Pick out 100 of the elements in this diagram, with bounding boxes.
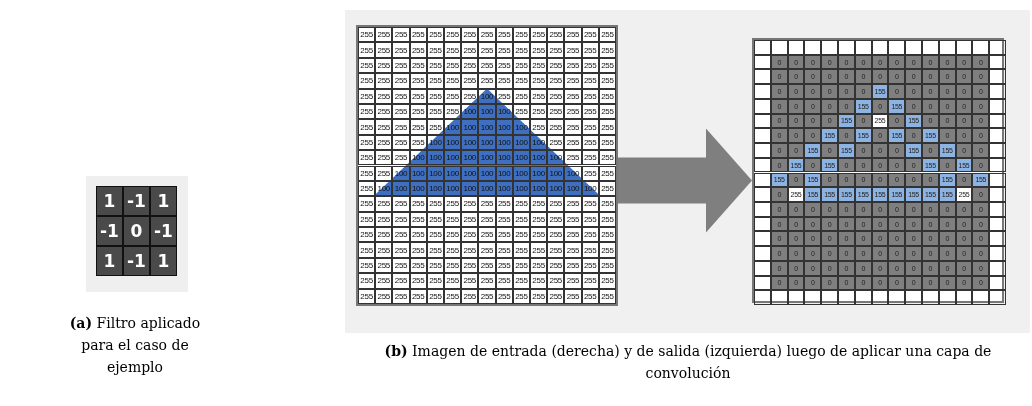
pixel-value: 255 <box>530 88 548 104</box>
pixel-value: 255 <box>409 227 427 243</box>
pixel-value: 255 <box>444 57 462 74</box>
filter-value: -1 <box>96 216 123 246</box>
pixel-value: 255 <box>426 88 444 104</box>
pixel-value: 255 <box>358 227 376 243</box>
pixel-value: 255 <box>598 227 616 243</box>
pixel-value: 100 <box>478 119 496 135</box>
pixel-value: 100 <box>444 134 462 151</box>
pixel-value: 255 <box>530 196 548 212</box>
pixel-value: 100 <box>495 150 513 166</box>
pixel-value: 255 <box>547 103 565 120</box>
pixel-value: 255 <box>375 273 393 289</box>
pixel-value: 100 <box>444 150 462 166</box>
pixel-value: 100 <box>495 180 513 197</box>
pixel-value: 255 <box>392 273 410 289</box>
pixel-value: 255 <box>358 57 376 74</box>
pixel-value: 255 <box>461 57 479 74</box>
pixel-value: 255 <box>530 73 548 89</box>
pixel-value: 255 <box>375 88 393 104</box>
pixel-value: 255 <box>581 119 599 135</box>
pixel-value: 255 <box>375 73 393 89</box>
pixel-value: 255 <box>426 211 444 228</box>
pixel-value: 255 <box>495 257 513 274</box>
pixel-value: 255 <box>478 42 496 58</box>
pixel-value: 255 <box>375 227 393 243</box>
pixel-value: 100 <box>461 165 479 181</box>
pixel-value: 255 <box>409 27 427 43</box>
pixel-value: 100 <box>392 165 410 181</box>
pixel-value: 255 <box>444 242 462 258</box>
pixel-value: 255 <box>461 242 479 258</box>
pixel-value: 255 <box>358 134 376 151</box>
pixel-value: 255 <box>426 227 444 243</box>
filter-value: -1 <box>123 246 150 276</box>
pixel-value: 255 <box>581 288 599 304</box>
pixel-value: 255 <box>478 242 496 258</box>
pixel-value: 100 <box>530 180 548 197</box>
pixel-value: 100 <box>409 180 427 197</box>
pixel-value: 100 <box>461 134 479 151</box>
pixel-value: 255 <box>564 227 582 243</box>
pixel-value: 255 <box>581 257 599 274</box>
pixel-value: 255 <box>564 288 582 304</box>
pixel-value: 100 <box>512 180 530 197</box>
pixel-value: 255 <box>375 119 393 135</box>
pixel-value: 100 <box>478 165 496 181</box>
pixel-value: 255 <box>530 227 548 243</box>
pixel-value: 100 <box>409 150 427 166</box>
pixel-value: 255 <box>358 73 376 89</box>
pixel-value: 255 <box>564 103 582 120</box>
pixel-value: 100 <box>512 165 530 181</box>
pixel-value: 100 <box>478 180 496 197</box>
pixel-value: 255 <box>478 257 496 274</box>
pixel-value: 255 <box>495 27 513 43</box>
pixel-value: 255 <box>495 88 513 104</box>
pixel-value: 100 <box>409 165 427 181</box>
pixel-value: 255 <box>392 242 410 258</box>
pixel-value: 255 <box>581 196 599 212</box>
pixel-value: 100 <box>495 134 513 151</box>
pixel-value: 255 <box>375 288 393 304</box>
pixel-value: 255 <box>564 150 582 166</box>
pixel-value: 255 <box>564 57 582 74</box>
filter-value: 1 <box>96 246 123 276</box>
pixel-value: 255 <box>426 273 444 289</box>
caption: (a) Filtro aplicado para el caso de ejemplo <box>68 314 202 377</box>
pixel-value: 100 <box>530 150 548 166</box>
pixel-value: 255 <box>444 288 462 304</box>
pixel-value: 255 <box>358 211 376 228</box>
filter-value: 1 <box>150 246 177 276</box>
pixel-value: 255 <box>375 211 393 228</box>
pixel-value: 255 <box>547 211 565 228</box>
pixel-value: 255 <box>375 165 393 181</box>
pixel-value: 255 <box>547 257 565 274</box>
pixel-value: 255 <box>392 73 410 89</box>
pixel-value: 255 <box>547 242 565 258</box>
pixel-value: 255 <box>392 211 410 228</box>
pixel-value: 255 <box>547 134 565 151</box>
pixel-value: 255 <box>564 88 582 104</box>
pixel-value: 100 <box>564 165 582 181</box>
pixel-value: 255 <box>426 73 444 89</box>
pixel-value: 255 <box>444 73 462 89</box>
filter-value: 1 <box>96 186 123 216</box>
filter-value: -1 <box>123 186 150 216</box>
pixel-value: 255 <box>564 119 582 135</box>
pixel-value: 100 <box>392 180 410 197</box>
pixel-value: 100 <box>530 165 548 181</box>
pixel-value: 255 <box>512 288 530 304</box>
pixel-value: 255 <box>426 42 444 58</box>
pixel-value: 255 <box>478 288 496 304</box>
pixel-value: 255 <box>530 273 548 289</box>
pixel-value: 100 <box>495 165 513 181</box>
pixel-value: 255 <box>478 196 496 212</box>
pixel-value: 100 <box>478 103 496 120</box>
pixel-value: 255 <box>375 134 393 151</box>
pixel-value: 255 <box>547 57 565 74</box>
pixel-value: 255 <box>581 42 599 58</box>
pixel-value: 255 <box>444 227 462 243</box>
pixel-value: 255 <box>392 196 410 212</box>
pixel-value: 255 <box>358 257 376 274</box>
pixel-value: 255 <box>581 134 599 151</box>
pixel-value: 255 <box>512 57 530 74</box>
